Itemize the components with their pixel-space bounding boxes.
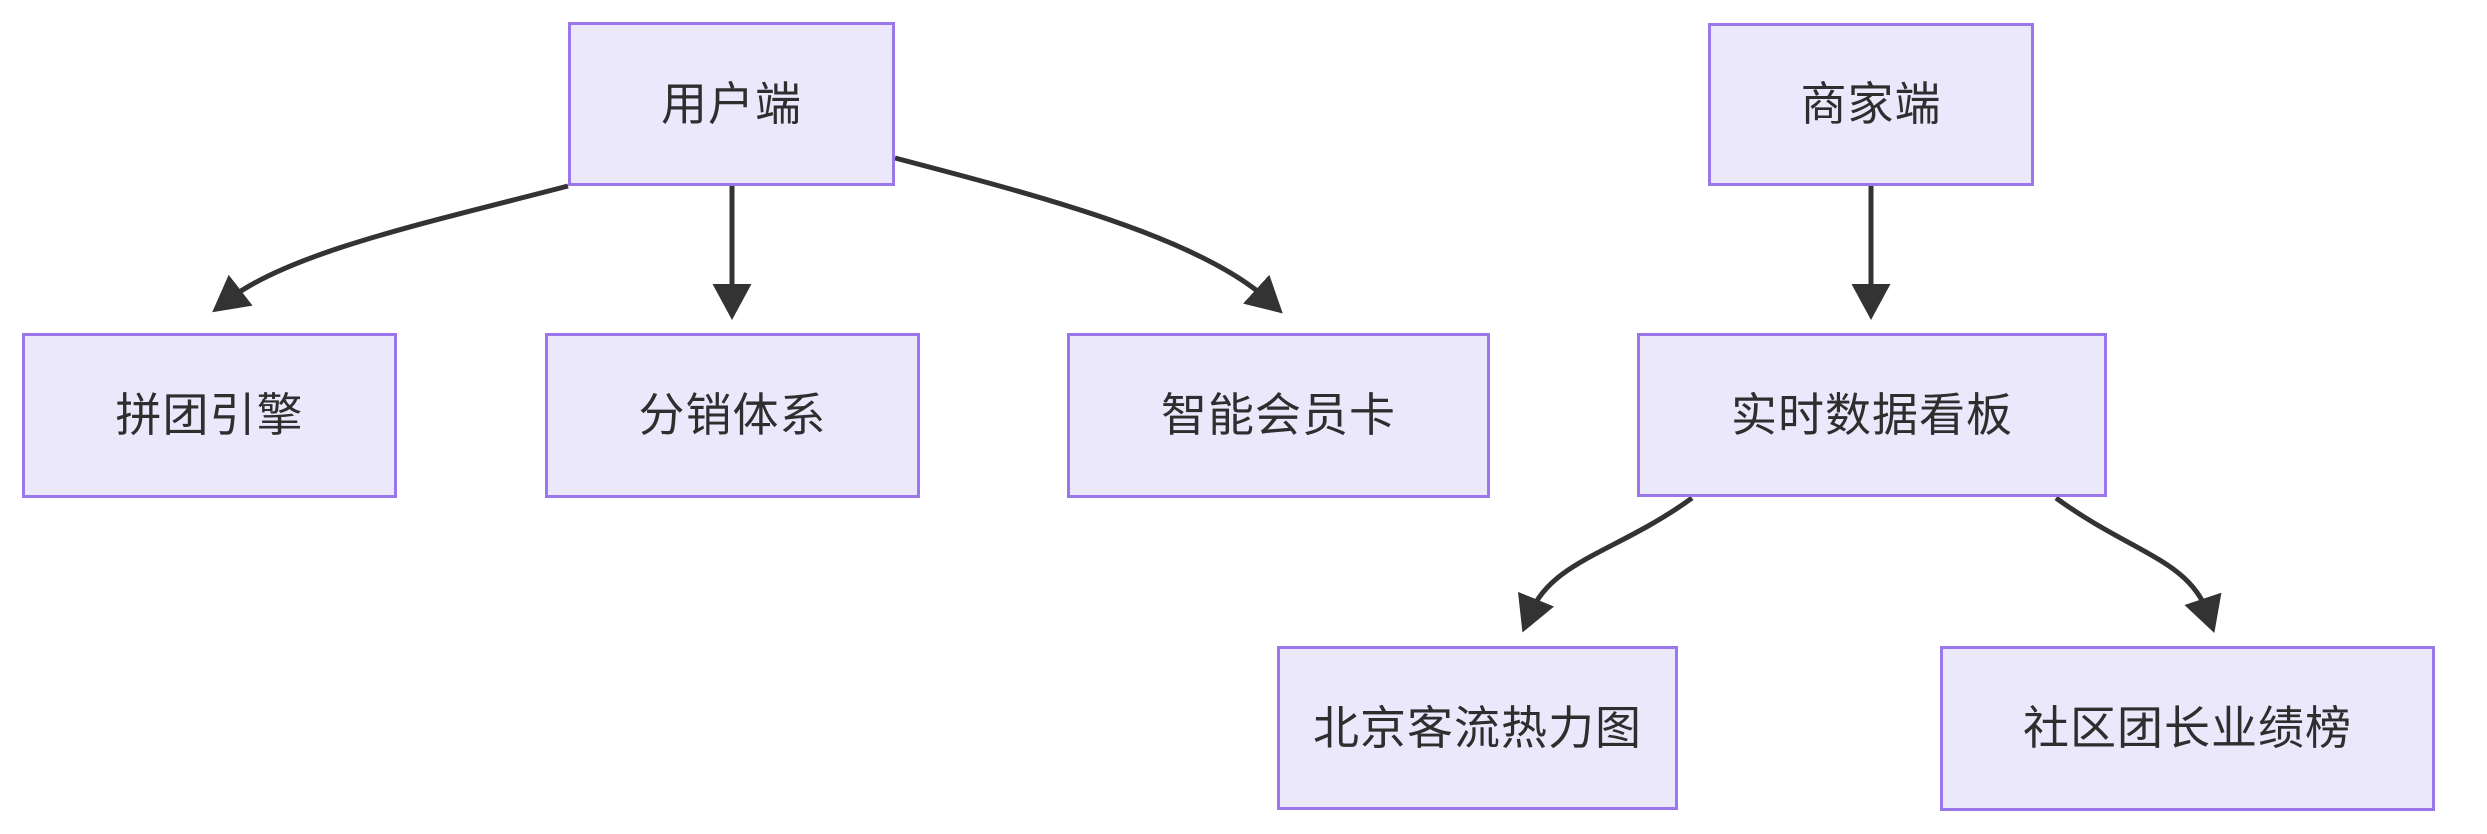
node-label: 社区团长业绩榜 — [2023, 702, 2352, 755]
node-label: 智能会员卡 — [1161, 389, 1396, 442]
node-smart-card[interactable]: 智能会员卡 — [1067, 333, 1490, 498]
node-user-client[interactable]: 用户端 — [568, 22, 895, 186]
node-beijing-heatmap[interactable]: 北京客流热力图 — [1277, 646, 1678, 810]
edge-realtime-board-to-beijing-heatmap — [1518, 495, 1694, 633]
edge-user-client-to-smart-card — [894, 155, 1283, 314]
node-label: 商家端 — [1800, 78, 1942, 131]
node-label: 分销体系 — [638, 389, 827, 442]
node-group-buy-engine[interactable]: 拼团引擎 — [22, 333, 397, 498]
node-label: 用户端 — [661, 77, 802, 130]
edge-realtime-board-to-leader-ranking — [2054, 495, 2222, 633]
node-realtime-board[interactable]: 实时数据看板 — [1637, 333, 2107, 497]
node-label: 实时数据看板 — [1731, 388, 2013, 441]
node-distribution[interactable]: 分销体系 — [545, 333, 920, 498]
node-label: 拼团引擎 — [115, 389, 304, 442]
node-label: 北京客流热力图 — [1313, 701, 1642, 754]
edge-user-client-to-group-buy-engine — [212, 183, 569, 313]
node-merchant-client[interactable]: 商家端 — [1708, 23, 2034, 186]
node-leader-ranking[interactable]: 社区团长业绩榜 — [1940, 646, 2435, 811]
